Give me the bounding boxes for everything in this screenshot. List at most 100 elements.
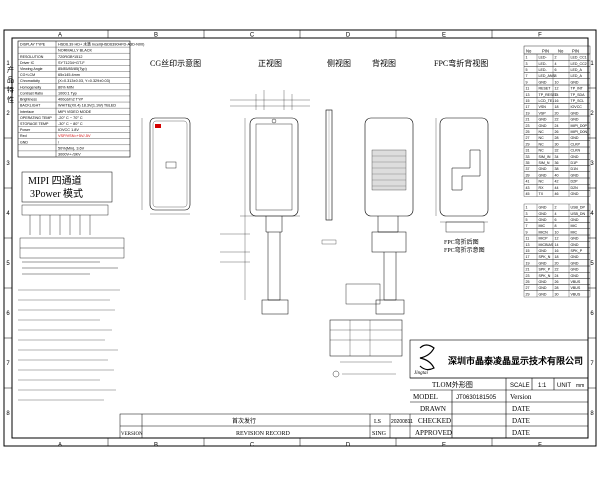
pin-cell: 34 [555, 155, 559, 159]
company-name: 深圳市晶泰凌晶显示技术有限公司 [448, 355, 583, 366]
pin-cell: 5 [526, 218, 528, 222]
pin-cell: VBUS [571, 280, 581, 284]
drawing-name: TLOM外形图 [432, 380, 473, 389]
pin-cell: 25 [526, 130, 530, 134]
pin-cell: MICBIAS [539, 243, 554, 247]
pin-cell: NC [539, 136, 545, 140]
zone-column-C: C [250, 443, 255, 449]
unit-label: UNIT [557, 383, 571, 389]
spec-label: Homogeneity [20, 85, 41, 89]
spec-value: NORMALLY BLACK [58, 49, 93, 53]
pin-cell: SPK_P [539, 268, 551, 272]
pin-cell: GND [539, 124, 547, 128]
pin-cell: 4 [555, 212, 557, 216]
spec-value: 400cd/m2 TYP [58, 98, 84, 102]
pin-cell: 13 [526, 243, 530, 247]
pin-cell: GND [571, 173, 579, 177]
pin-cell: VBUS [571, 292, 581, 296]
pin-cell: NC [539, 142, 545, 146]
pin-table-1-header: No [526, 49, 532, 54]
pin-cell: GND [539, 212, 547, 216]
pin-cell: 17 [526, 105, 530, 109]
pin-cell: 2 [555, 56, 557, 60]
pin-cell: 30 [555, 292, 559, 296]
pin-cell: 26 [555, 130, 559, 134]
pin-cell: 15 [526, 249, 530, 253]
pin-cell: MICP [539, 237, 549, 241]
pin-cell: 36 [555, 161, 559, 165]
pin-cell: MIPI_D0N [571, 130, 588, 134]
zone-column-C: C [250, 33, 255, 39]
zone-column-A: A [58, 33, 62, 39]
zone-column-B: B [154, 33, 158, 39]
svg-text:Jingtai: Jingtai [414, 371, 428, 376]
zone-row-1: 1 [590, 61, 594, 67]
zone-row-3: 3 [590, 161, 594, 167]
zone-column-F: F [538, 33, 542, 39]
spec-label: DISPLAY TYPE [20, 43, 46, 47]
pin-cell: GND [571, 218, 579, 222]
spec-value: 3000V+-/3KV [58, 153, 81, 157]
pin-cell: LED- [539, 62, 548, 66]
pin-cell: GND [571, 268, 579, 272]
pin-cell: 29 [526, 142, 530, 146]
zone-row-6: 6 [590, 311, 594, 317]
pin-cell: 23 [526, 124, 530, 128]
title-block [409, 339, 589, 438]
pin-cell: 42 [555, 180, 559, 184]
checked-label: CHECKED [418, 417, 451, 425]
scale-label: SCALE [510, 383, 530, 389]
pin-cell: SIM_IN [539, 155, 551, 159]
zone-row-4: 4 [6, 211, 10, 217]
pin-cell: LED- [539, 56, 548, 60]
pin-cell: 24 [555, 274, 559, 278]
pin-cell: CLKP [571, 142, 581, 146]
view-title-side: 侧视图 [327, 58, 351, 68]
spec-label: CG+LCM [20, 73, 35, 77]
pin-cell: GND [539, 292, 547, 296]
note-subtitle: 3Power 模式 [30, 187, 83, 200]
version-row-label: VERSION [121, 432, 143, 437]
pin-cell: 24 [555, 124, 559, 128]
fpc-note-2: FPC弯折示意图 [444, 246, 485, 254]
checked-date-label: DATE [512, 417, 530, 425]
spec-side-label-4: 性 [7, 95, 14, 104]
zone-column-B: B [154, 443, 158, 449]
back-view [364, 117, 414, 315]
pin-cell: 43 [526, 186, 530, 190]
pin-cell: 9 [526, 230, 528, 234]
pin-cell: 3 [526, 212, 528, 216]
pin-cell: GND [539, 206, 547, 210]
pin-cell: 16 [555, 249, 559, 253]
spec-value: (X=0.313±0.03, Y=0.329±0.03) [58, 79, 111, 83]
spec-label: Red [20, 134, 27, 138]
view-title-fpc: FPC弯折背视图 [434, 58, 488, 68]
spec-value: MIPI VIDEO MODE [58, 110, 92, 114]
pin-cell: LED_CC1 [571, 56, 587, 60]
pin-cell: 4 [555, 62, 557, 66]
spec-label: Viewing Angle [20, 67, 43, 71]
spec-label: Brightness [20, 98, 37, 102]
pin-cell: 8 [555, 74, 557, 78]
spec-label: Driver IC [20, 61, 35, 65]
spec-value: 50%(Min), 3.6V [58, 146, 85, 150]
spec-value: 80% MIN [58, 85, 74, 89]
pin-cell: 45 [526, 192, 530, 196]
spec-value: 65x145.4mm [58, 73, 80, 77]
zone-column-D: D [346, 443, 351, 449]
company-logo: Jingtai [414, 344, 435, 376]
pin-cell: 3 [526, 62, 528, 66]
circuit-sketch [19, 204, 125, 275]
pin-cell: MIC [571, 230, 578, 234]
zone-column-A: A [58, 443, 62, 449]
pin-cell: 37 [526, 167, 530, 171]
pin-cell: VSN [539, 105, 547, 109]
zone-column-F: F [538, 443, 542, 449]
pin-cell: TP_INT [571, 87, 584, 91]
pin-cell: GND [571, 80, 579, 84]
pin-cell: 19 [526, 261, 530, 265]
pin-cell: 12 [555, 237, 559, 241]
model-label: MODEL [413, 393, 438, 401]
